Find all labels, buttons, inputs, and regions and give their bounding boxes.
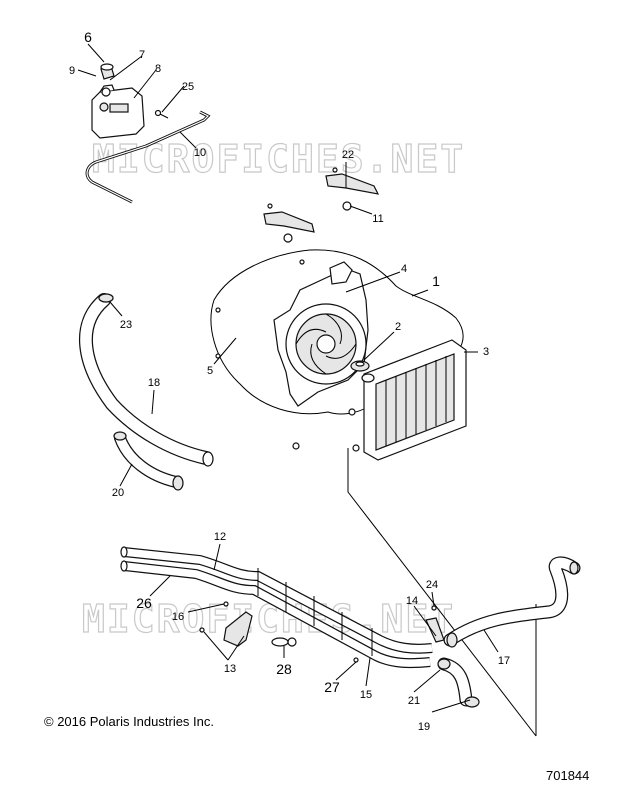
hose-20 bbox=[113, 431, 184, 491]
screw-25 bbox=[154, 109, 169, 119]
bracket-lower bbox=[263, 203, 315, 243]
callout-2: 2 bbox=[395, 321, 401, 333]
callout-6: 6 bbox=[84, 29, 92, 45]
callout-13: 13 bbox=[224, 663, 236, 675]
grommet bbox=[215, 353, 221, 359]
watermark-bottom: MICROFICHES.NET bbox=[82, 597, 455, 641]
callout-15: 15 bbox=[360, 689, 372, 701]
clamp-28 bbox=[271, 637, 297, 647]
leader-lines bbox=[77, 43, 499, 713]
bracket-14 bbox=[425, 617, 445, 643]
callout-14: 14 bbox=[406, 595, 418, 607]
callout-19: 19 bbox=[418, 721, 430, 733]
leader-radiator-hose bbox=[347, 448, 537, 737]
overflow-hose bbox=[85, 110, 211, 204]
callout-26: 26 bbox=[136, 595, 152, 611]
screw-16 bbox=[223, 601, 229, 607]
callout-20: 20 bbox=[112, 487, 124, 499]
callout-5: 5 bbox=[207, 365, 213, 377]
hose-17 bbox=[443, 556, 581, 648]
callout-12: 12 bbox=[214, 531, 226, 543]
callout-18: 18 bbox=[148, 377, 160, 389]
reservoir-cap bbox=[100, 63, 115, 80]
callout-10: 10 bbox=[194, 147, 206, 159]
clamp-23 bbox=[98, 293, 114, 303]
callout-7: 7 bbox=[139, 49, 145, 61]
hose-19 bbox=[437, 657, 480, 708]
fan-nut bbox=[350, 360, 370, 372]
callout-23: 23 bbox=[120, 319, 132, 331]
callout-4: 4 bbox=[401, 263, 407, 275]
drawing-number: 701844 bbox=[546, 768, 589, 783]
bracket-13 bbox=[223, 611, 253, 647]
screw-24 bbox=[431, 605, 437, 611]
callout-27: 27 bbox=[324, 679, 340, 695]
callout-16: 16 bbox=[172, 611, 184, 623]
copyright: © 2016 Polaris Industries Inc. bbox=[44, 714, 214, 729]
grommet bbox=[348, 408, 356, 416]
coolant-tubes bbox=[120, 546, 433, 669]
callout-25: 25 bbox=[182, 81, 194, 93]
callout-17: 17 bbox=[498, 655, 510, 667]
grommet bbox=[215, 307, 221, 313]
grommet bbox=[299, 259, 305, 265]
callout-22: 22 bbox=[342, 149, 354, 161]
callout-1: 1 bbox=[432, 273, 440, 289]
callout-11: 11 bbox=[372, 213, 383, 225]
callout-24: 24 bbox=[426, 579, 438, 591]
callout-8: 8 bbox=[155, 63, 161, 75]
fan-shroud bbox=[273, 261, 369, 407]
callout-21: 21 bbox=[408, 695, 420, 707]
radiator bbox=[352, 339, 467, 461]
callout-28: 28 bbox=[276, 661, 292, 677]
callout-9: 9 bbox=[69, 65, 75, 77]
screw-27 bbox=[353, 657, 359, 663]
grommet bbox=[292, 442, 300, 450]
callout-3: 3 bbox=[483, 346, 489, 358]
reservoir-bottle bbox=[91, 84, 145, 139]
bracket-22 bbox=[325, 167, 380, 211]
screw-13a bbox=[199, 627, 205, 633]
